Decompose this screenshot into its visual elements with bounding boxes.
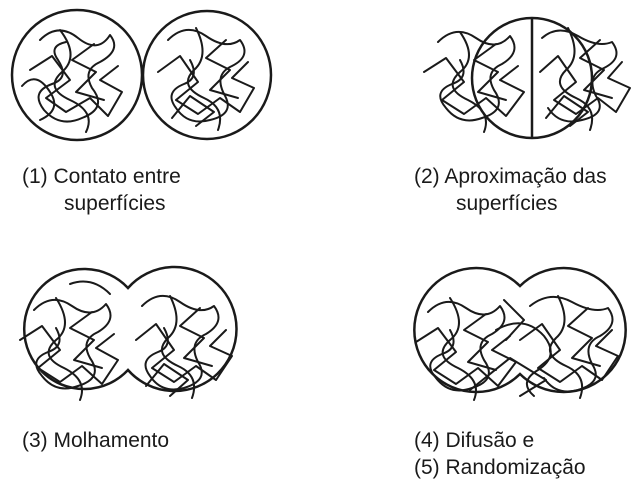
stage-approach-panel: (2) Aproximação das superfícies xyxy=(320,0,640,240)
stage-wetting-panel: (3) Molhamento xyxy=(0,240,320,481)
right-chain-tangle xyxy=(136,296,232,398)
caption-line: superfícies xyxy=(22,190,181,217)
caption-line: (3) Molhamento xyxy=(22,427,169,454)
left-chain-tangle xyxy=(20,282,118,400)
stage-diffusion-caption: (4) Difusão e (5) Randomização xyxy=(414,427,586,481)
caption-line: (1) Contato entre xyxy=(22,163,181,190)
stage-wetting-caption: (3) Molhamento xyxy=(22,427,169,454)
caption-line: (4) Difusão e xyxy=(414,427,586,454)
right-chain-tangle xyxy=(158,28,254,130)
stage-approach-caption: (2) Aproximação das superfícies xyxy=(414,163,607,217)
left-chain-tangle xyxy=(424,32,524,132)
stage-contact-caption: (1) Contato entre superfícies xyxy=(22,163,181,217)
caption-line: superfícies xyxy=(414,190,607,217)
caption-line: (2) Aproximação das xyxy=(414,163,607,190)
left-chain-tangle xyxy=(22,30,122,132)
right-chain-tangle xyxy=(540,28,630,130)
caption-line: (5) Randomização xyxy=(414,454,586,481)
stage-diffusion-panel: (4) Difusão e (5) Randomização xyxy=(320,240,640,481)
stage-contact-panel: (1) Contato entre superfícies xyxy=(0,0,320,240)
